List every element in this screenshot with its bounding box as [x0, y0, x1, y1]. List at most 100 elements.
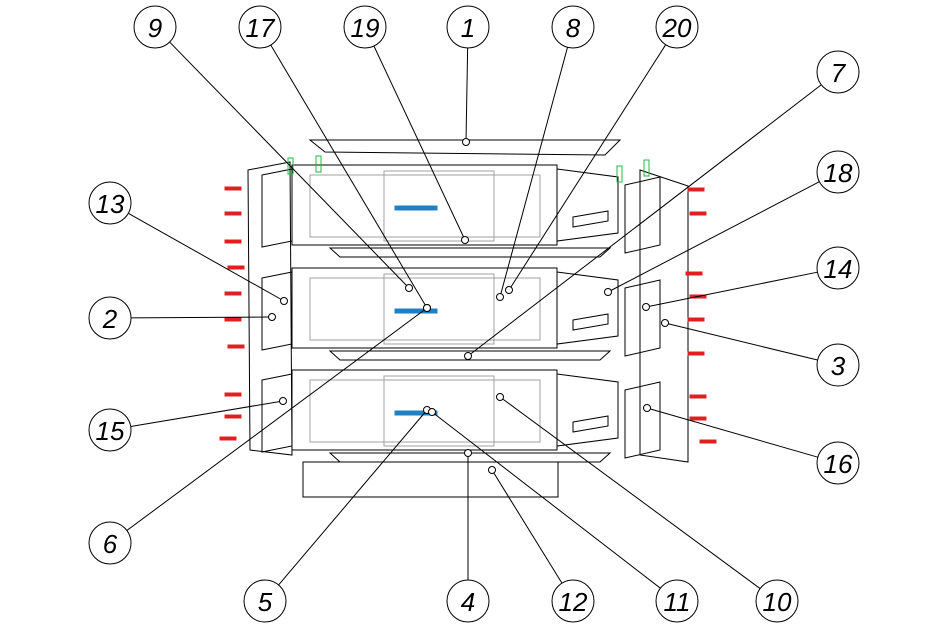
shelf-panel [328, 247, 612, 258]
fastener [689, 211, 707, 216]
fastener [699, 439, 717, 444]
callout-number: 15 [96, 416, 125, 446]
top-panel [308, 139, 622, 156]
clip [315, 155, 322, 173]
drawer-ghost-inner [383, 375, 495, 447]
callout-19: 19 [343, 5, 387, 49]
callout-6: 6 [88, 521, 132, 565]
fastener [687, 187, 705, 192]
anchor-point [279, 397, 287, 405]
leader-line [128, 212, 285, 302]
shelf-panel [328, 452, 612, 463]
callout-1: 1 [446, 5, 490, 49]
callout-16: 16 [816, 441, 860, 485]
callout-number: 8 [566, 13, 581, 43]
anchor-point [661, 319, 669, 327]
callout-number: 17 [246, 13, 276, 43]
drawer-ghost-box [309, 379, 541, 443]
fastener [689, 416, 707, 421]
anchor-point [461, 236, 469, 244]
callout-5: 5 [243, 579, 287, 623]
anchor-point [488, 466, 496, 474]
callout-18: 18 [816, 150, 860, 194]
drawer-left-side [261, 271, 293, 351]
leader-line [169, 41, 410, 289]
callout-circle [655, 579, 699, 623]
callout-circle [133, 5, 177, 49]
callout-number: 19 [351, 13, 380, 43]
clip [643, 159, 650, 177]
drawer-ghost-inner [383, 170, 495, 242]
callout-number: 7 [831, 58, 847, 88]
callout-3: 3 [816, 343, 860, 387]
drawer-runner [572, 210, 609, 228]
fastener [224, 317, 242, 322]
callout-circle [755, 579, 799, 623]
anchor-point [604, 288, 612, 296]
callout-circle [816, 246, 860, 290]
callout-number: 6 [103, 529, 118, 559]
callout-circle [88, 181, 132, 225]
leader-line [499, 396, 761, 589]
anchor-point [405, 284, 413, 292]
anchor-point [280, 297, 288, 305]
leader-lines [126, 41, 822, 589]
callout-circle [446, 579, 490, 623]
cabinet-parts [219, 139, 717, 498]
callout-8: 8 [551, 5, 595, 49]
anchor-point [464, 449, 472, 457]
callout-number: 18 [824, 158, 853, 188]
callout-number: 11 [664, 587, 691, 617]
fastener [227, 344, 245, 349]
anchor-point [643, 404, 651, 412]
clip [287, 157, 294, 175]
leader-line [465, 47, 469, 143]
drawer-back [556, 271, 619, 345]
callout-circle [816, 343, 860, 387]
leader-line [491, 469, 563, 584]
anchor-point [496, 393, 504, 401]
callout-number: 16 [824, 449, 853, 479]
callout-circle [88, 296, 132, 340]
callout-17: 17 [238, 5, 282, 49]
fastener [687, 351, 705, 356]
drawer-right-side [624, 381, 661, 459]
fastener [227, 265, 245, 270]
anchor-point [428, 408, 436, 416]
leader-line [607, 181, 820, 293]
callout-4: 4 [446, 579, 490, 623]
leader-line [278, 409, 428, 586]
callout-number: 3 [831, 351, 846, 381]
fastener [224, 392, 242, 397]
callout-circle [88, 408, 132, 452]
drawer-ghost-inner [383, 273, 495, 345]
callout-2: 2 [88, 296, 132, 340]
callout-number: 20 [662, 13, 692, 43]
drawer-back [556, 168, 619, 242]
drawer-left-side [261, 373, 293, 453]
leader-line [373, 45, 466, 241]
leader-line [431, 411, 661, 589]
anchor-point [423, 304, 431, 312]
callout-circle [551, 5, 595, 49]
right-side-panel [639, 169, 689, 463]
drawer-handle [394, 410, 438, 416]
callout-circle [551, 579, 595, 623]
drawer-runner [572, 313, 609, 331]
fastener [224, 414, 242, 419]
fastener [224, 186, 242, 191]
callout-circle [816, 50, 860, 94]
callout-number: 13 [96, 189, 125, 219]
callout-10: 10 [755, 579, 799, 623]
callout-circle [655, 5, 699, 49]
callout-circle [446, 5, 490, 49]
callout-number: 12 [559, 587, 588, 617]
callout-number: 2 [102, 304, 118, 334]
fastener [224, 291, 242, 296]
drawer-ghost-box [309, 174, 541, 238]
drawer-handle [394, 205, 438, 211]
callout-11: 11 [655, 579, 699, 623]
callout-20: 20 [655, 5, 699, 49]
